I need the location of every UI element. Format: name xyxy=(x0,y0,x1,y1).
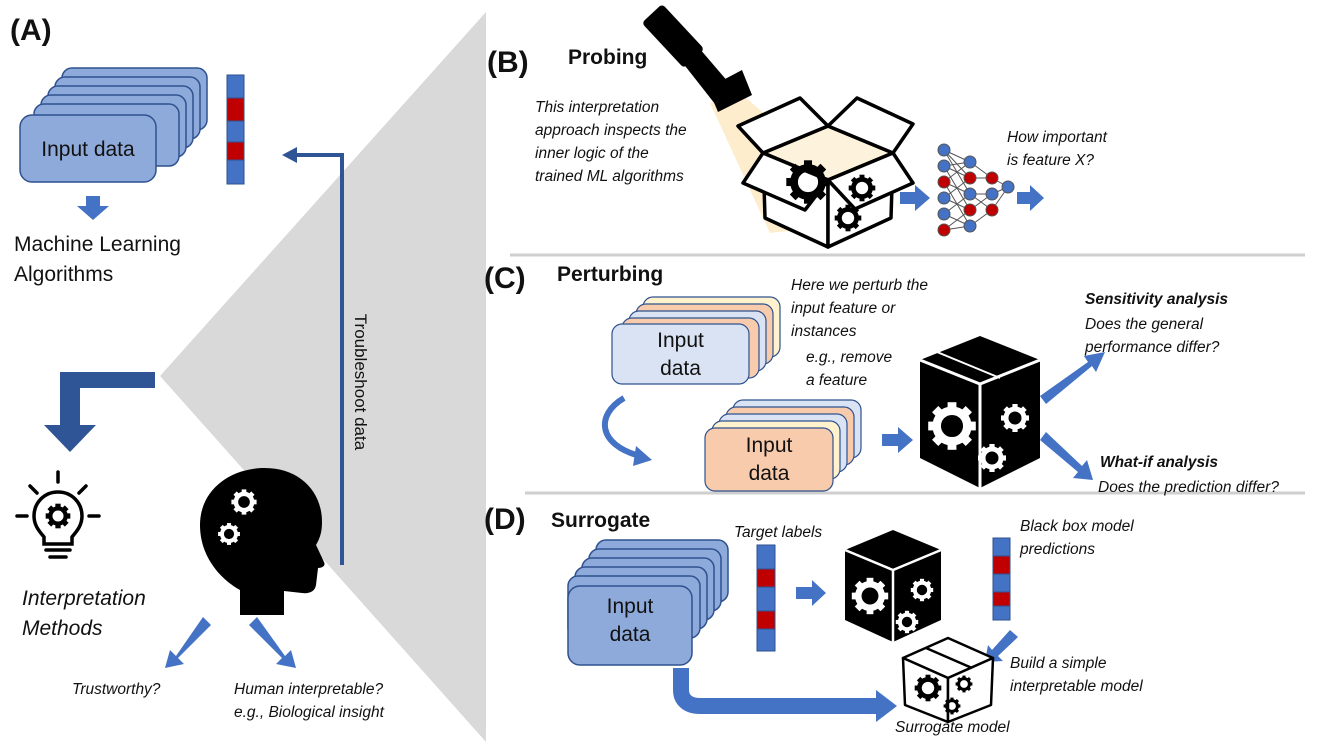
panel-c-label: (C) xyxy=(484,262,526,295)
arrow-to-human-interpretable xyxy=(249,617,296,668)
perturb-card1-line2: data xyxy=(660,357,701,380)
troubleshoot-arrow xyxy=(295,153,344,565)
biological-insight-text: e.g., Biological insight xyxy=(234,704,384,721)
whatif-desc: Does the prediction differ? xyxy=(1098,479,1279,496)
probing-desc-line1: This interpretation xyxy=(535,99,660,116)
panel-c-input-stack-top xyxy=(611,296,781,385)
surrogate-model-text: Surrogate model xyxy=(895,719,1010,736)
probing-desc-line3: inner logic of the xyxy=(535,145,649,162)
arrow-predictions-to-surrogate xyxy=(985,630,1018,662)
panel-c-input-stack-bottom xyxy=(704,399,862,492)
ml-algorithms-line2: Algorithms xyxy=(14,263,114,286)
arrow-network-out xyxy=(1017,185,1044,211)
arrow-to-trustworthy xyxy=(165,617,211,668)
panel-d-target-vector xyxy=(756,544,776,652)
perturb-desc-line2: input feature or xyxy=(791,300,896,317)
arrow-input-to-surrogate-head xyxy=(876,690,897,722)
sensitivity-desc-line2: performance differ? xyxy=(1085,339,1220,356)
blackbox-predictions-line1: Black box model xyxy=(1020,518,1134,535)
build-model-line1: Build a simple xyxy=(1010,655,1107,672)
sensitivity-title: Sensitivity analysis xyxy=(1085,291,1229,308)
probing-desc-line2: approach inspects the xyxy=(535,122,687,139)
arrow-input-to-surrogate xyxy=(673,668,878,714)
perturb-example-line1: e.g., remove xyxy=(806,349,893,366)
build-model-line2: interpretable model xyxy=(1010,678,1143,695)
lightbulb-icon xyxy=(15,470,101,559)
whatif-title: What-if analysis xyxy=(1100,454,1218,471)
perturbing-title: Perturbing xyxy=(557,263,664,286)
perturb-card2-line1: Input xyxy=(745,434,793,457)
trustworthy-text: Trustworthy? xyxy=(72,681,161,698)
open-box-icon xyxy=(736,96,915,249)
curved-arrow-c xyxy=(601,395,641,459)
blackbox-predictions-line2: predictions xyxy=(1020,541,1095,558)
panel-a-label-vector xyxy=(226,74,245,185)
perturb-example-line2: a feature xyxy=(806,372,868,389)
ml-algorithms-line1: Machine Learning xyxy=(14,233,181,256)
target-labels-text: Target labels xyxy=(734,524,823,541)
panel-a-input-stack xyxy=(19,67,208,183)
surrogate-card-line2: data xyxy=(609,623,651,646)
curved-arrow-c-head xyxy=(633,446,652,466)
arrow-box-to-network xyxy=(900,185,930,211)
blackbox-c-icon xyxy=(919,336,1041,488)
arrow-to-sensitivity xyxy=(1040,352,1105,404)
arrow-target-to-blackbox xyxy=(796,580,826,606)
probing-title: Probing xyxy=(568,46,648,69)
human-interpretable-text: Human interpretable? xyxy=(234,681,384,698)
troubleshoot-arrow-head xyxy=(282,147,297,163)
l-shaped-arrow xyxy=(44,372,155,452)
interpretation-methods-line1: Interpretation xyxy=(22,587,146,610)
perturb-card2-line2: data xyxy=(748,462,790,485)
human-head-icon xyxy=(200,468,325,615)
neural-network-icon xyxy=(937,143,1015,237)
interpretation-methods-line2: Methods xyxy=(22,617,103,640)
panel-d-input-stack xyxy=(567,539,729,666)
arrow-down-to-ml xyxy=(77,196,109,220)
gray-funnel-triangle xyxy=(160,12,486,742)
arrow-to-whatif xyxy=(1040,432,1093,480)
perturb-card1-line1: Input xyxy=(657,329,704,352)
arrow-c-to-blackbox xyxy=(882,427,913,453)
panel-a-input-card-text: Input data xyxy=(41,138,135,161)
surrogate-box-icon xyxy=(901,636,995,724)
feature-question-line2: is feature X? xyxy=(1007,152,1095,169)
panel-d-prediction-vector xyxy=(992,537,1011,621)
surrogate-title: Surrogate xyxy=(551,509,651,532)
panel-a-label: (A) xyxy=(10,14,52,47)
panel-d-label: (D) xyxy=(484,503,526,536)
panel-b-label: (B) xyxy=(487,46,529,79)
surrogate-card-line1: Input xyxy=(606,595,654,618)
feature-question-line1: How important xyxy=(1007,129,1107,146)
perturb-desc-line1: Here we perturb the xyxy=(791,277,928,294)
probing-desc-line4: trained ML algorithms xyxy=(535,168,684,185)
perturb-desc-line3: instances xyxy=(791,323,857,340)
sensitivity-desc-line1: Does the general xyxy=(1085,316,1204,333)
troubleshoot-data-text: Troubleshoot data xyxy=(351,313,370,451)
